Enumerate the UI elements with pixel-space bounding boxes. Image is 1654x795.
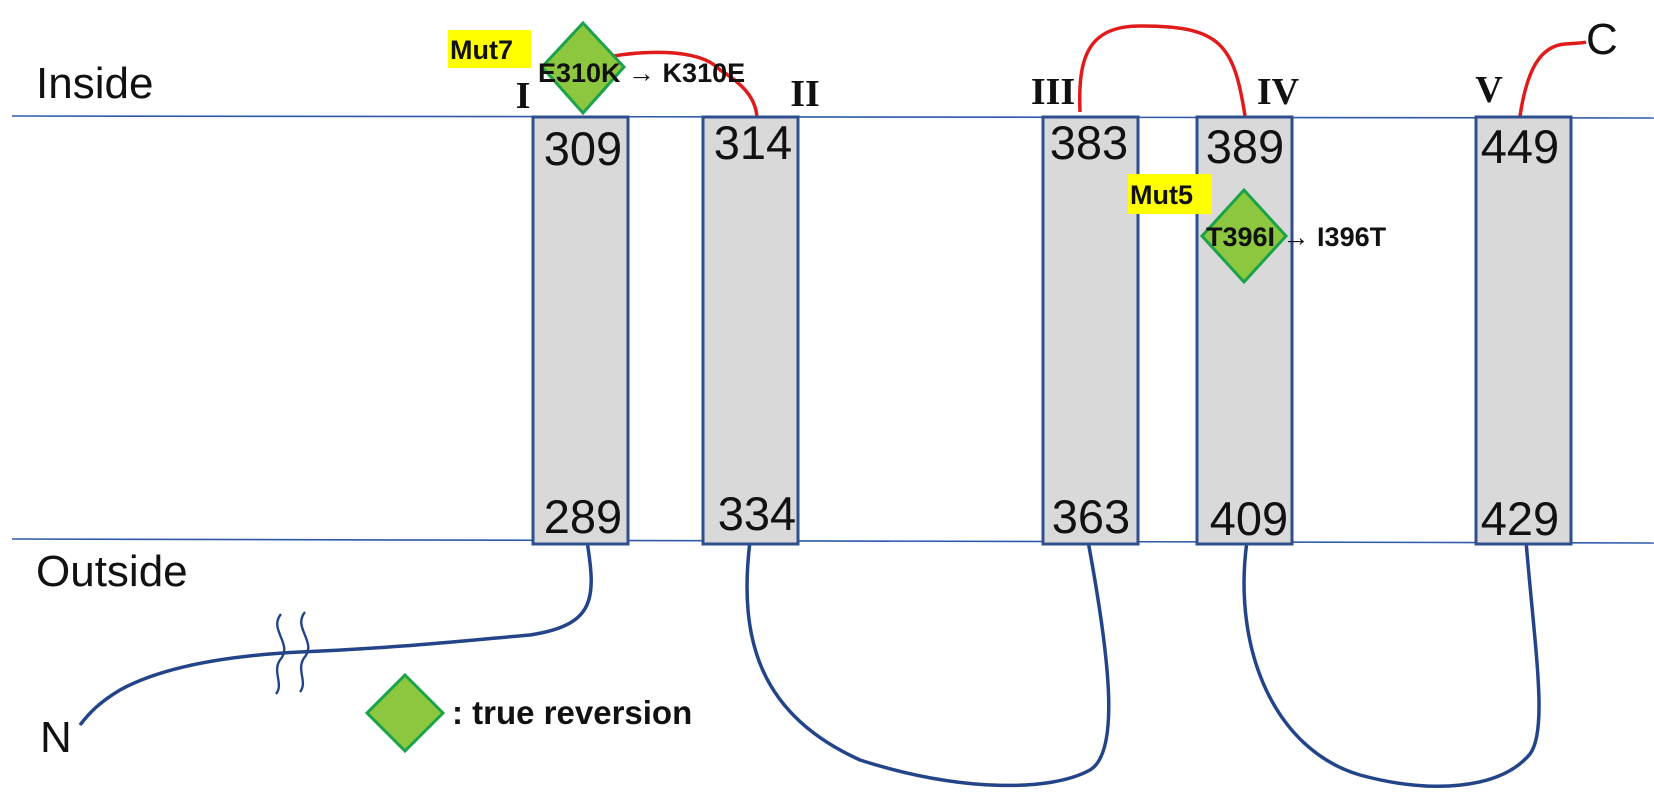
helix-II <box>701 115 800 546</box>
helix-III-top-residue: 383 <box>1050 116 1128 169</box>
mut7-tag: Mut7 <box>450 35 513 65</box>
mut5-change: T396I → I396T <box>1206 222 1387 252</box>
legend-reversion-marker <box>364 672 446 754</box>
helix-I-top-residue: 309 <box>544 122 622 175</box>
helix-IV-top-residue: 389 <box>1206 120 1284 173</box>
mut7-change: E310K → K310E <box>538 58 745 88</box>
helix-I-label: I <box>516 75 531 117</box>
loop-II-III-outside <box>745 540 1111 788</box>
helix-V-top-residue: 449 <box>1481 120 1559 173</box>
loop-I-II-inside <box>584 50 759 118</box>
outside-label: Outside <box>36 547 188 596</box>
helix-I-bottom-residue: 289 <box>544 490 622 543</box>
c-terminus-label: C <box>1586 15 1618 64</box>
helix-III <box>1041 115 1140 546</box>
helix-II-label: II <box>790 73 820 115</box>
helix-I <box>531 115 630 546</box>
helix-II-bottom-residue: 334 <box>718 487 796 540</box>
mut5-tag: Mut5 <box>1130 180 1193 210</box>
n-terminus-label: N <box>40 713 72 762</box>
legend-label: : true reversion <box>452 694 692 731</box>
outer-membrane-line <box>11 538 1654 544</box>
helix-V-bottom-residue: 429 <box>1481 492 1559 545</box>
helix-V-label: V <box>1475 69 1503 111</box>
helix-III-label: III <box>1031 71 1075 113</box>
mut7-reversion-marker <box>539 20 627 116</box>
inner-membrane-line <box>11 115 1654 119</box>
break-mark <box>298 611 310 693</box>
helix-II-top-residue: 314 <box>714 116 792 169</box>
n-terminal-tail <box>78 540 593 727</box>
c-terminal-tail <box>1518 40 1587 117</box>
break-mark <box>274 613 286 695</box>
inside-label: Inside <box>36 59 153 108</box>
helix-IV <box>1195 115 1294 546</box>
loop-III-IV-inside <box>1077 24 1247 117</box>
helix-IV-label: IV <box>1257 71 1300 113</box>
mut5-reversion-marker <box>1199 187 1289 285</box>
helix-V <box>1474 115 1573 546</box>
helix-III-bottom-residue: 363 <box>1052 490 1130 543</box>
mut7-tag-highlight <box>448 30 531 68</box>
helix-IV-bottom-residue: 409 <box>1210 492 1288 545</box>
mut5-tag-highlight <box>1128 174 1212 214</box>
loop-IV-V-outside <box>1242 540 1541 788</box>
